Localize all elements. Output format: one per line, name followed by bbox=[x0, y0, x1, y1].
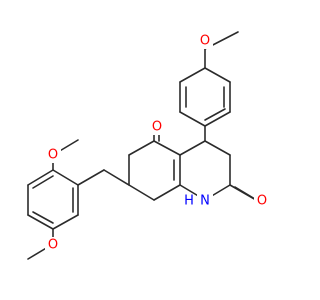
top-methoxyphenyl-group bbox=[179, 31, 239, 127]
bond bbox=[27, 214, 54, 230]
ketone-oxygen-symbol: O bbox=[152, 120, 162, 135]
bond bbox=[179, 140, 206, 156]
amide-oxygen-symbol: O bbox=[257, 194, 267, 209]
bond bbox=[179, 111, 206, 127]
bond bbox=[103, 169, 130, 186]
bond bbox=[204, 67, 231, 83]
amide-hydrogen-symbol: H bbox=[184, 194, 194, 209]
ketone-oxygen-label: O bbox=[149, 119, 165, 135]
upper-left-methoxy-oxygen-symbol: O bbox=[48, 148, 58, 163]
molecule-structure: O O N H O O O bbox=[27, 31, 270, 260]
bond bbox=[77, 169, 105, 186]
bond bbox=[32, 175, 54, 189]
bond bbox=[179, 67, 206, 83]
amide-nitrogen-label: N H bbox=[184, 193, 213, 209]
lower-left-methoxy-oxygen-label: O bbox=[45, 237, 61, 253]
bond bbox=[128, 184, 155, 201]
bond bbox=[153, 184, 181, 201]
bond bbox=[204, 111, 231, 127]
structure-canvas: O O N H O O O bbox=[27, 31, 270, 260]
bond bbox=[153, 140, 181, 156]
bond bbox=[204, 108, 226, 121]
top-methoxy-oxygen-symbol: O bbox=[200, 34, 210, 49]
dimethoxyphenyl-group bbox=[27, 139, 130, 260]
bond bbox=[27, 169, 54, 186]
bond bbox=[128, 140, 155, 156]
bond bbox=[234, 186, 256, 200]
bond bbox=[204, 140, 231, 156]
upper-left-methoxy-oxygen-label: O bbox=[45, 147, 61, 163]
top-methoxy-oxygen-label: O bbox=[197, 33, 213, 49]
bond bbox=[52, 169, 79, 186]
bicyclic-core bbox=[128, 125, 257, 201]
amide-nitrogen-symbol: N bbox=[200, 194, 210, 209]
lower-left-methoxy-oxygen-symbol: O bbox=[48, 238, 58, 253]
bond bbox=[52, 214, 79, 230]
bond bbox=[32, 211, 54, 224]
amide-oxygen-label: O bbox=[254, 193, 270, 209]
